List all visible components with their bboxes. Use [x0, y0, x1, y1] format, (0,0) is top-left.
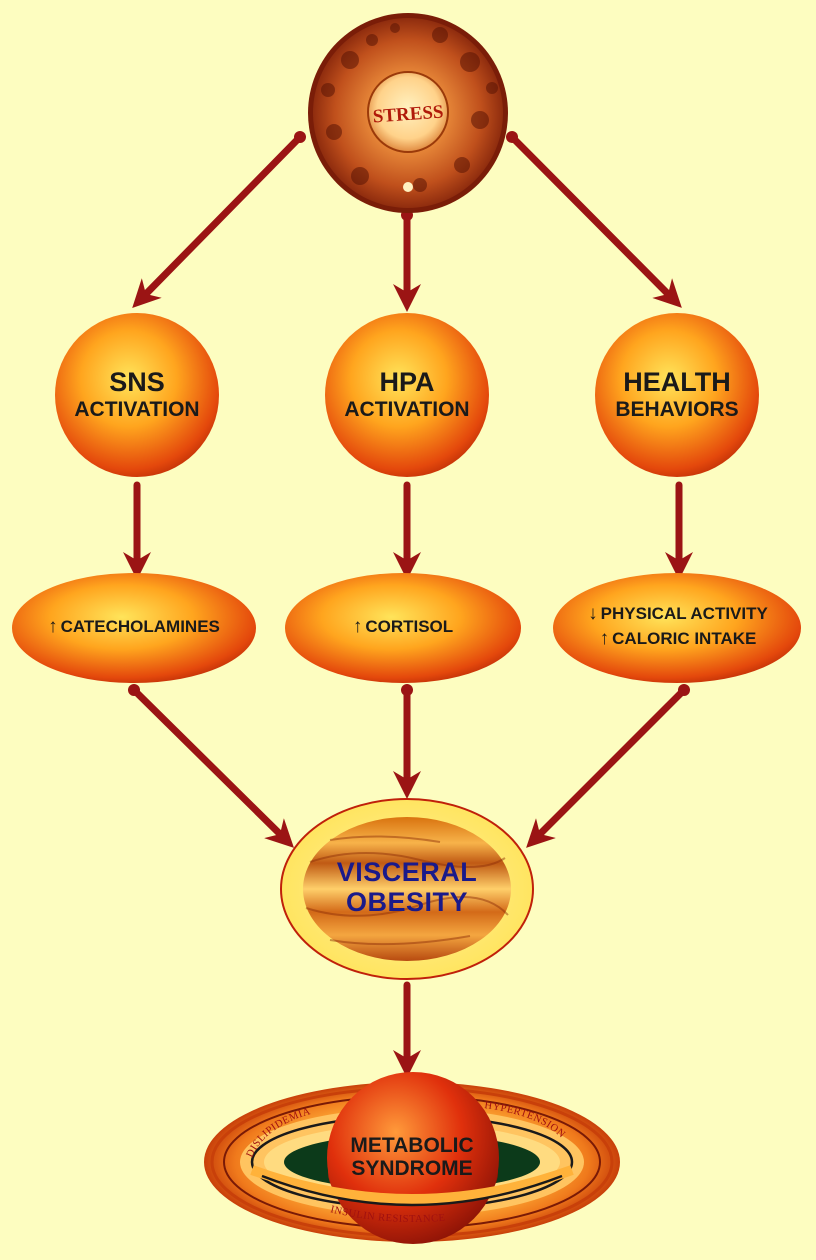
- cortisol-label: ↑CORTISOL: [300, 616, 506, 638]
- arrow-catecholamines-to-visceral: [130, 686, 294, 848]
- up-arrow-icon: ↑: [599, 627, 610, 649]
- health-line1: HEALTH: [623, 367, 731, 397]
- catecholamines-ellipse: [12, 573, 256, 683]
- health-line2: BEHAVIORS: [615, 397, 739, 421]
- catecholamines-label: ↑CATECHOLAMINES: [20, 616, 248, 638]
- hpa-label: HPA ACTIVATION: [327, 367, 487, 421]
- up-arrow-icon: ↑: [48, 616, 58, 637]
- health-label: HEALTH BEHAVIORS: [592, 367, 762, 421]
- visceral-line1: VISCERAL: [336, 857, 478, 887]
- metabolic-line1: METABOLIC: [350, 1134, 474, 1157]
- cortisol-ellipse: [285, 573, 521, 683]
- visceral-node: [280, 798, 534, 980]
- metabolic-node: [204, 1072, 620, 1244]
- hpa-line2: ACTIVATION: [344, 397, 470, 421]
- stress-node: [308, 13, 508, 213]
- behaviors-ellipse: [553, 573, 801, 683]
- metabolic-line2: SYNDROME: [351, 1157, 473, 1181]
- catecholamines-text: CATECHOLAMINES: [60, 617, 220, 636]
- physical-activity-line: ↓PHYSICAL ACTIVITY: [556, 603, 800, 625]
- up-arrow-icon: ↑: [352, 616, 363, 637]
- caloric-intake-line: ↑CALORIC INTAKE: [556, 627, 800, 650]
- arrow-behaviors-to-visceral: [526, 686, 688, 848]
- visceral-line2: OBESITY: [345, 886, 469, 917]
- cortisol-text: CORTISOL: [365, 617, 454, 636]
- sns-label: SNS ACTIVATION: [57, 367, 217, 421]
- arrow-stress-to-sns: [132, 133, 304, 308]
- health-sphere: [595, 313, 759, 477]
- metabolic-label: METABOLIC SYNDROME: [322, 1134, 502, 1180]
- arrow-stress-to-health: [508, 133, 682, 308]
- visceral-label: VISCERAL OBESITY: [307, 857, 507, 917]
- sns-sphere: [55, 313, 219, 477]
- down-arrow-icon: ↓: [588, 603, 598, 624]
- physical-activity-text: PHYSICAL ACTIVITY: [600, 604, 768, 623]
- sns-line2: ACTIVATION: [74, 397, 200, 421]
- stress-label: STRESS: [372, 102, 444, 128]
- sns-line1: SNS: [109, 367, 165, 397]
- caloric-intake-text: CALORIC INTAKE: [612, 628, 757, 648]
- behaviors-label: ↓PHYSICAL ACTIVITY ↑CALORIC INTAKE: [556, 603, 800, 650]
- hpa-sphere: [325, 313, 489, 477]
- arrows: [123, 133, 693, 1078]
- hpa-line1: HPA: [379, 367, 435, 397]
